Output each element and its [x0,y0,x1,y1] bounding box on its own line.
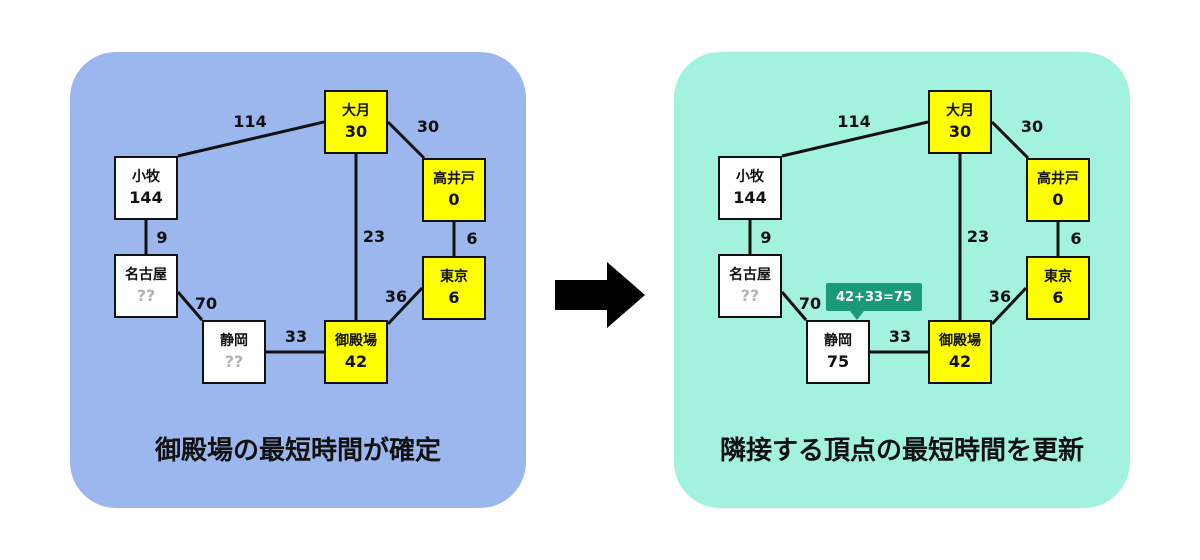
node-name: 東京 [1044,269,1072,285]
edge-komaki-otsuki [781,120,929,158]
weight-otsuki-gotemba: 23 [363,227,385,246]
node-name: 小牧 [736,169,764,185]
weight-komaki-nagoya: 9 [760,228,771,247]
weight-tokyo-gotemba: 36 [989,287,1011,306]
weight-takaido-tokyo: 6 [466,229,477,248]
node-tokyo: 東京 6 [422,256,486,320]
node-name: 小牧 [132,169,160,185]
node-value: 30 [344,122,368,141]
node-name: 名古屋 [125,267,167,283]
weight-otsuki-takaido: 30 [1021,117,1043,136]
weight-takaido-tokyo: 6 [1070,229,1081,248]
node-value: 42 [948,352,972,371]
node-name: 静岡 [220,333,248,349]
node-gotemba: 御殿場 42 [324,320,388,384]
left-caption: 御殿場の最短時間が確定 [154,436,441,466]
node-value: ?? [740,286,760,305]
node-otsuki: 大月 30 [324,90,388,154]
node-value: 144 [129,188,163,207]
node-shizuoka: 静岡 75 [806,320,870,384]
right-graph-edges: 114 30 9 23 6 70 36 33 [748,112,1082,354]
weight-otsuki-takaido: 30 [417,117,439,136]
weight-nagoya-shizuoka: 70 [195,294,217,313]
weight-otsuki-gotemba: 23 [967,227,989,246]
node-komaki: 小牧 144 [114,156,178,220]
node-value: ?? [224,352,244,371]
callout-pointer [850,311,864,320]
node-name: 東京 [440,269,468,285]
node-name: 大月 [342,103,370,119]
node-otsuki: 大月 30 [928,90,992,154]
node-name: 名古屋 [729,267,771,283]
node-shizuoka: 静岡 ?? [202,320,266,384]
node-value: 42 [344,352,368,371]
edge-komaki-otsuki [177,120,325,158]
node-nagoya: 名古屋 ?? [718,254,782,318]
node-value: 144 [733,188,767,207]
edge-otsuki-takaido [386,120,426,160]
node-gotemba: 御殿場 42 [928,320,992,384]
node-tokyo: 東京 6 [1026,256,1090,320]
node-value: 6 [448,288,460,307]
weight-komaki-otsuki: 114 [837,112,870,131]
right-arrow-icon [555,262,645,328]
update-callout: 42+33=75 [826,283,922,311]
node-value: 30 [948,122,972,141]
node-name: 大月 [946,103,974,119]
node-value: 0 [448,190,460,209]
edge-nagoya-shizuoka [780,291,808,321]
weight-nagoya-shizuoka: 70 [799,294,821,313]
node-value: ?? [136,286,156,305]
node-komaki: 小牧 144 [718,156,782,220]
weight-komaki-nagoya: 9 [156,228,167,247]
edge-otsuki-takaido [990,120,1030,160]
node-name: 御殿場 [939,333,981,349]
weight-shizuoka-gotemba: 33 [285,327,307,346]
node-name: 高井戸 [1037,171,1079,187]
edge-nagoya-shizuoka [176,291,204,321]
node-nagoya: 名古屋 ?? [114,254,178,318]
node-value: 6 [1052,288,1064,307]
node-value: 75 [826,352,850,371]
right-caption: 隣接する頂点の最短時間を更新 [719,436,1084,466]
edge-tokyo-gotemba [386,286,424,326]
node-name: 高井戸 [433,171,475,187]
left-panel: 114 30 9 23 6 70 36 33 大月 30 小牧 144 高井戸 … [70,52,526,508]
node-value: 0 [1052,190,1064,209]
node-name: 静岡 [824,333,852,349]
node-name: 御殿場 [335,333,377,349]
left-graph-edges: 114 30 9 23 6 70 36 33 [144,112,478,354]
weight-shizuoka-gotemba: 33 [889,327,911,346]
edge-tokyo-gotemba [990,286,1028,326]
weight-komaki-otsuki: 114 [233,112,266,131]
node-takaido: 高井戸 0 [422,158,486,222]
right-panel: 114 30 9 23 6 70 36 33 大月 30 小牧 144 高井戸 … [674,52,1130,508]
node-takaido: 高井戸 0 [1026,158,1090,222]
weight-tokyo-gotemba: 36 [385,287,407,306]
